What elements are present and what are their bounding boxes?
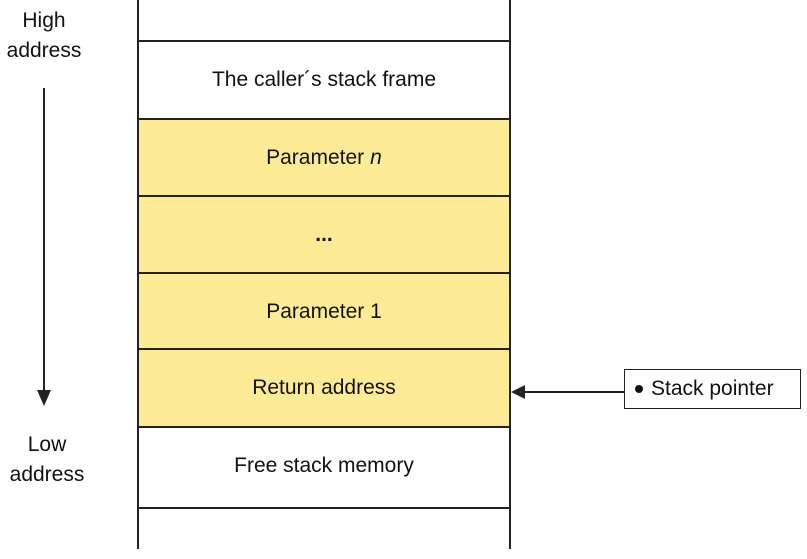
bullet-dot-icon: [635, 385, 643, 393]
stack-block-label: Parameter 1: [266, 300, 382, 323]
stack-block-label-italic: n: [370, 146, 382, 169]
stack-divider: [137, 272, 511, 274]
stack-divider: [137, 118, 511, 120]
stack-block-caller-frame: The caller´s stack frame: [139, 42, 509, 118]
low-address-line2: address: [9, 463, 85, 486]
low-address-line1: Low: [27, 433, 67, 456]
stack-block-return-address: Return address: [139, 350, 509, 426]
stack-divider: [137, 507, 511, 509]
left-arrow-icon: [511, 385, 525, 399]
stack-block-label: ...: [315, 223, 333, 246]
stack-block-label: Free stack memory: [234, 454, 414, 477]
down-arrow-icon: [37, 390, 51, 406]
stack-left-wall: [137, 0, 139, 549]
stack-divider: [137, 348, 511, 350]
stack-divider: [137, 426, 511, 428]
high-address-line1: High: [22, 9, 66, 32]
stack-block-ellipsis: ...: [139, 197, 509, 273]
stack-right-wall: [509, 0, 511, 549]
stack-block-label: The caller´s stack frame: [211, 68, 437, 91]
stack-pointer-box: Stack pointer: [624, 369, 801, 409]
low-address-label: Low address: [0, 430, 94, 490]
stack-block-label: Parameter: [266, 146, 365, 169]
stack-divider: [137, 40, 511, 42]
high-address-line2: address: [6, 39, 82, 62]
high-address-label: High address: [0, 6, 88, 66]
stack-divider: [137, 195, 511, 197]
stack-pointer-line: [523, 391, 634, 393]
stack-block-label: Return address: [252, 376, 396, 399]
stack-block-parameter-1: Parameter 1: [139, 274, 509, 350]
stack-pointer-label: Stack pointer: [651, 377, 774, 400]
address-direction-arrow-shaft: [43, 88, 45, 393]
stack-block-free-memory: Free stack memory: [139, 428, 509, 504]
